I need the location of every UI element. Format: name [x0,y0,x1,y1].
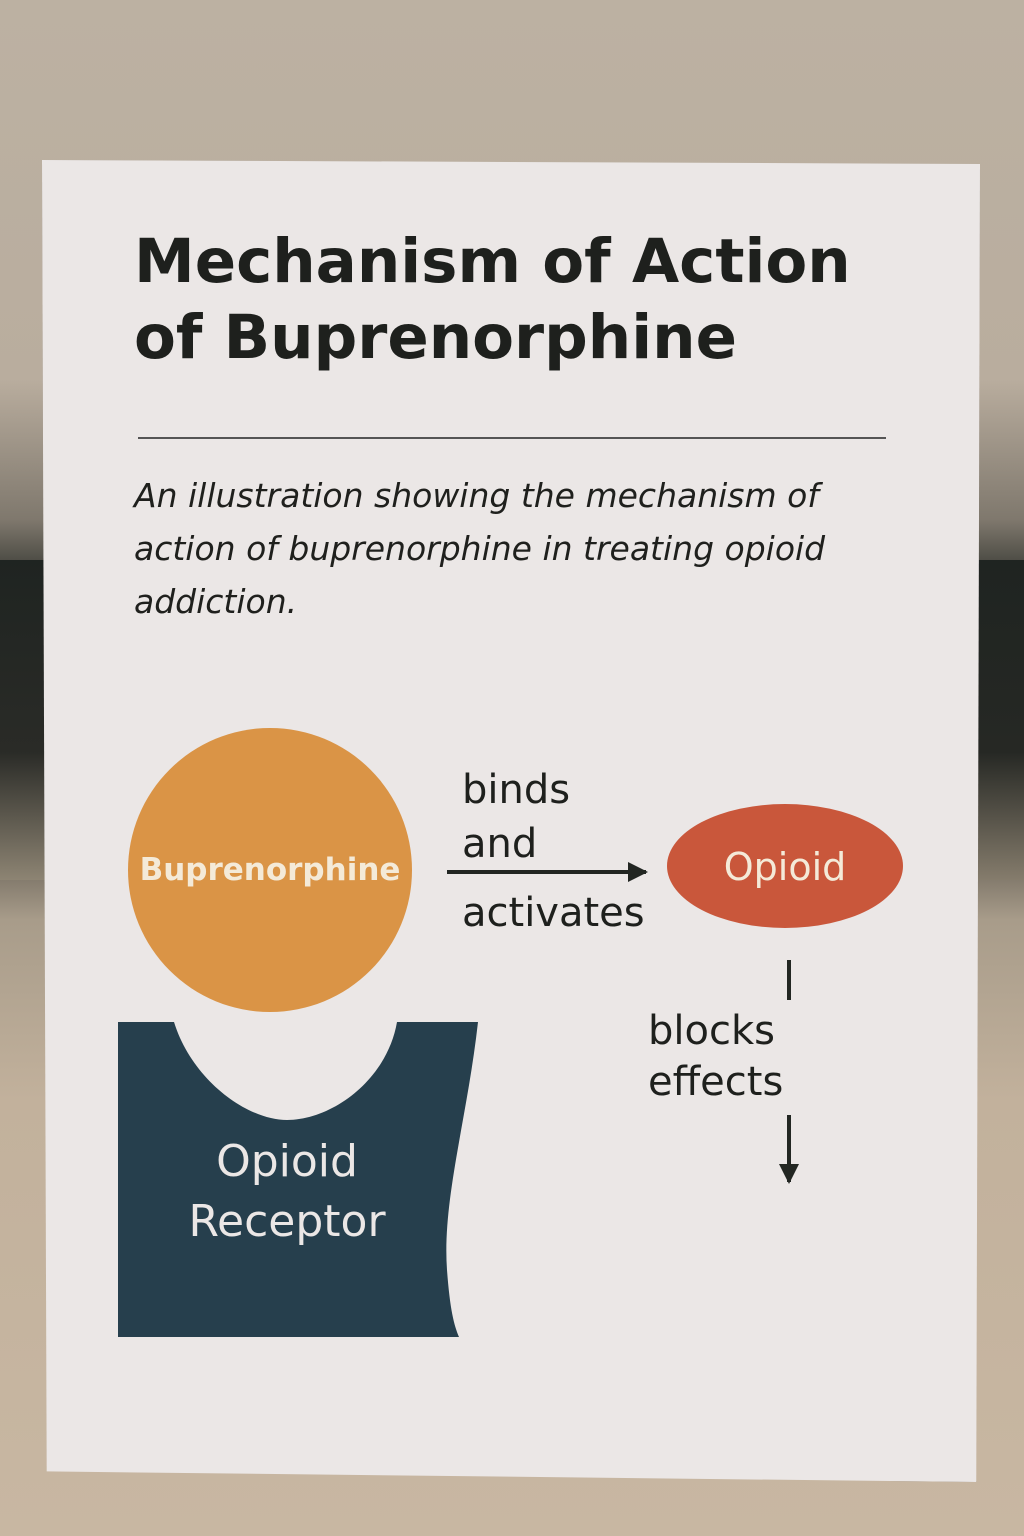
opioid-receptor-label-line-2: Receptor [188,1196,386,1247]
blocks-label-line-2: effects [648,1059,783,1105]
page-title: Mechanism of Action of Buprenorphine [134,224,894,375]
title-line-2: of Buprenorphine [134,301,737,373]
opioid-label: Opioid [724,845,847,889]
title-divider [138,437,886,439]
subtitle: An illustration showing the mechanism of… [134,476,826,621]
opioid-receptor-label-line-1: Opioid [216,1136,358,1187]
buprenorphine-node [128,728,412,1012]
buprenorphine-label: Buprenorphine [140,852,401,888]
opioid-receptor-shape [118,1022,478,1337]
blocks-label-line-1: blocks [648,1008,775,1054]
binds-label-line-1: binds [462,767,570,813]
mechanism-diagram: Opioid Receptor Buprenorphine Opioid bin… [118,728,903,1337]
opioid-node [667,804,903,928]
poster: Mechanism of Action of Buprenorphine An … [42,160,980,1482]
title-line-1: Mechanism of Action [134,226,851,297]
binds-label-line-3: activates [462,890,645,936]
binds-label-line-2: and [462,821,537,867]
